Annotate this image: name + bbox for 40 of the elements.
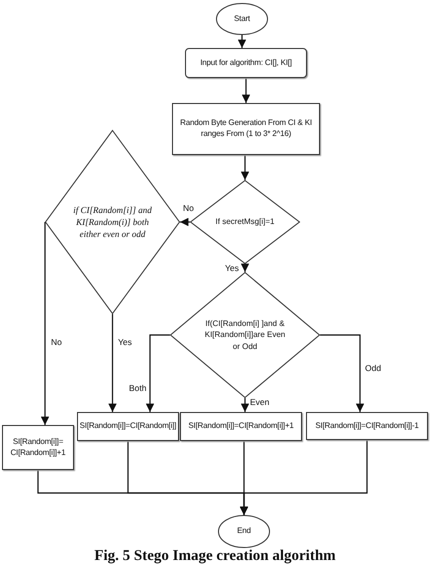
edge-label: No: [50, 338, 63, 348]
terminal-ellipse: [218, 515, 270, 548]
arrow: [240, 440, 368, 515]
step-text: SI[Random[i]]= CI[Random[i]]+1: [9, 436, 67, 458]
edge-label: No: [182, 204, 195, 214]
arrow: [180, 218, 190, 226]
edge-label: Even: [249, 398, 270, 408]
edge-label: Odd: [364, 364, 382, 374]
edge-label: Yes: [117, 338, 133, 348]
process-box: [306, 412, 428, 440]
condition-text: If secretMsg[i]=1: [214, 216, 276, 228]
decision-diamond: [45, 130, 180, 314]
process-box: [180, 412, 302, 441]
step-text: SI[Random[i]]=CI[Random[i]]-1: [315, 420, 419, 432]
condition-text: If(CI[Random[i] ]and & KI[Random[i]]are Even or Odd: [204, 318, 286, 352]
terminal-text: End: [237, 526, 251, 537]
step-text: Input for algorithm: CI[], KI[]: [200, 58, 292, 68]
arrow: [242, 78, 250, 103]
arrow: [240, 398, 250, 412]
terminal-ellipse: [216, 3, 268, 35]
arrow: [40, 222, 50, 425]
edge-label: Both: [128, 384, 148, 394]
arrow: [240, 264, 250, 272]
process-box: [185, 48, 307, 78]
process-box: [172, 103, 320, 155]
edge-label: Yes: [224, 264, 240, 274]
figure-caption: Fig. 5 Stego Image creation algorithm: [93, 548, 337, 565]
arrow: [108, 314, 117, 412]
step-text: Random Byte Generation From CI & KI ranges From (1 to 3* 2^16): [179, 118, 313, 140]
decision-diamond: [170, 272, 320, 398]
arrow: [146, 334, 170, 412]
process-box: [77, 412, 179, 441]
arrow: [238, 35, 246, 48]
process-box: [2, 425, 74, 470]
terminal-text: Start: [234, 14, 250, 24]
arrow: [320, 334, 364, 412]
condition-text: if CI[Random[i]] and KI[Random(i)] both either even or odd: [72, 204, 152, 240]
arrow: [240, 155, 250, 180]
step-text: SI[Random[i]]=CI[Random[i]]: [80, 421, 176, 432]
step-text: SI[Random[i]]=CI[Random[i]]+1: [188, 421, 294, 432]
